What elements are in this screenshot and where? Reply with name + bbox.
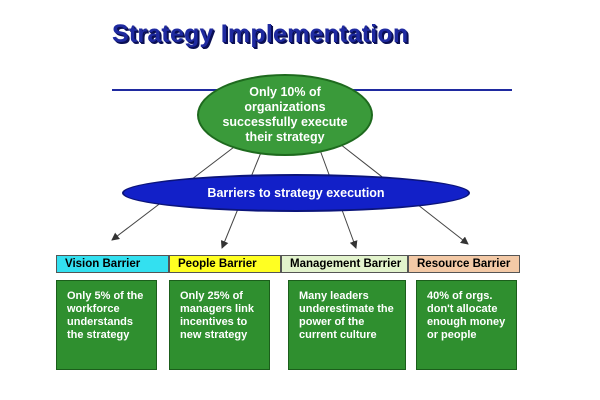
execution-stat-oval: Only 10% of organizations successfully e… (197, 74, 373, 156)
people-barrier-header: People Barrier (169, 255, 281, 273)
barriers-oval-text: Barriers to strategy execution (207, 186, 385, 200)
resource-barrier-description: 40% of orgs. don't allocate enough money… (416, 280, 517, 370)
resource-barrier-header: Resource Barrier (408, 255, 520, 273)
vision-barrier-description: Only 5% of the workforce understands the… (56, 280, 157, 370)
vision-barrier-header: Vision Barrier (56, 255, 169, 273)
management-barrier-header: Management Barrier (281, 255, 408, 273)
management-barrier-description: Many leaders underestimate the power of … (288, 280, 406, 370)
barriers-oval: Barriers to strategy execution (122, 174, 470, 212)
people-barrier-description: Only 25% of managers link incentives to … (169, 280, 270, 370)
execution-stat-text: Only 10% of organizations successfully e… (222, 85, 348, 144)
page-title: Strategy Implementation (112, 20, 409, 48)
